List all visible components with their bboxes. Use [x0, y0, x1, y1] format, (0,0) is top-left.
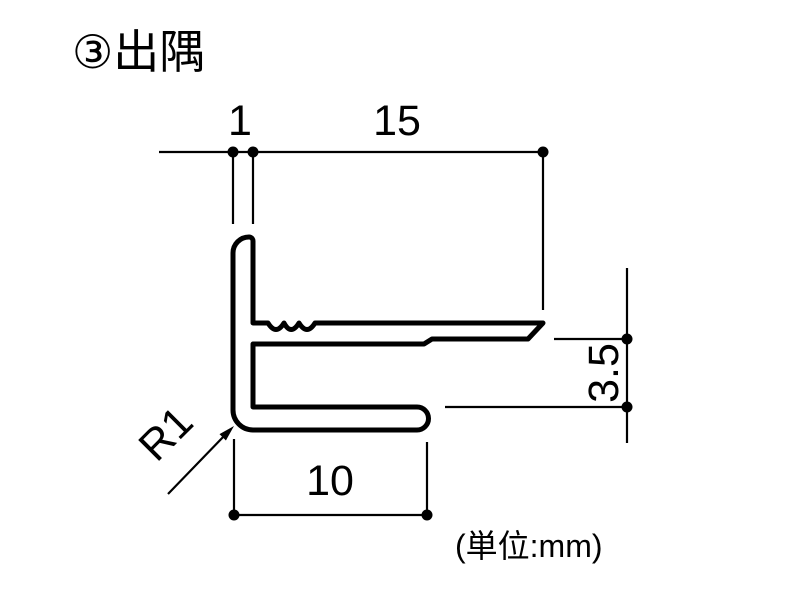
top-dimension-group: 1 15	[159, 97, 549, 310]
radius-leader-line	[167, 433, 227, 495]
dimension-endpoint-dot	[621, 333, 633, 345]
dimension-endpoint-dot	[537, 146, 549, 158]
dimension-label-thickness: 1	[228, 97, 252, 145]
dimension-label-corner-radius: R1	[130, 398, 203, 471]
dimension-label-top-flange: 15	[373, 97, 421, 145]
arrow-head-icon	[219, 426, 234, 441]
right-dimension-group: 3.5	[445, 268, 633, 443]
dimension-endpoint-dot	[621, 401, 633, 413]
dimension-label-bottom-flange: 10	[306, 457, 354, 505]
dimension-endpoint-dot	[421, 509, 433, 521]
radius-callout-group: R1	[130, 398, 234, 495]
profile-outline	[230, 234, 546, 433]
drawing-title: ③出隅	[72, 26, 205, 78]
dimension-endpoint-dot	[227, 146, 239, 158]
dimension-endpoint-dot	[247, 146, 259, 158]
dimension-endpoint-dot	[228, 509, 240, 521]
dimension-label-channel-height: 3.5	[580, 343, 628, 403]
bottom-dimension-group: 10	[228, 439, 433, 521]
unit-note: (単位:mm)	[455, 528, 603, 564]
